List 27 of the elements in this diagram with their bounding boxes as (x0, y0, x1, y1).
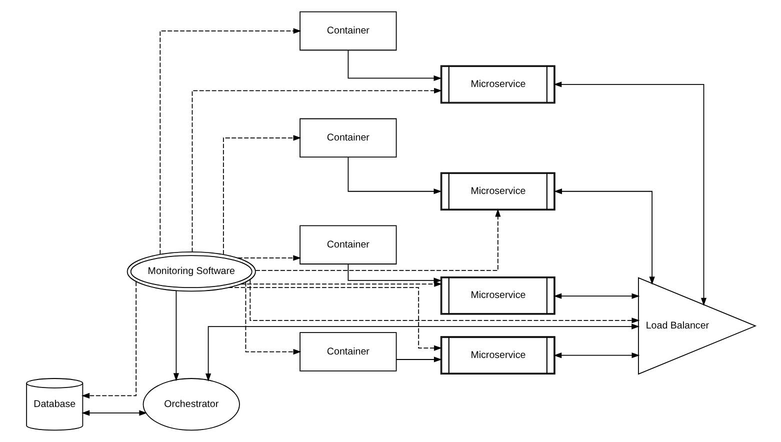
arrow (249, 279, 640, 324)
arrow (81, 410, 147, 416)
arrow (553, 188, 654, 285)
arrow (553, 293, 640, 299)
arrow (395, 356, 442, 362)
arrow (172, 290, 179, 382)
arrow (237, 255, 301, 261)
arrow (81, 281, 136, 399)
node-box: Container (299, 11, 396, 51)
arrow (191, 88, 442, 252)
arrow (159, 28, 301, 255)
arrow (254, 208, 500, 271)
node-ellipse: Orchestrator (142, 378, 240, 431)
node-box: Container (299, 332, 396, 372)
arrow (553, 82, 706, 306)
arrow (347, 50, 442, 81)
arrow (222, 135, 301, 255)
node-box: Container (299, 118, 396, 158)
node-box: Container (299, 225, 396, 264)
arrow (227, 287, 442, 351)
arrow (347, 264, 442, 284)
arrow (204, 324, 640, 382)
node-ellipse: Monitoring Software (126, 252, 256, 292)
arrow (240, 281, 442, 287)
arrow (244, 282, 301, 355)
arrow (347, 156, 442, 194)
arrow (553, 352, 640, 358)
